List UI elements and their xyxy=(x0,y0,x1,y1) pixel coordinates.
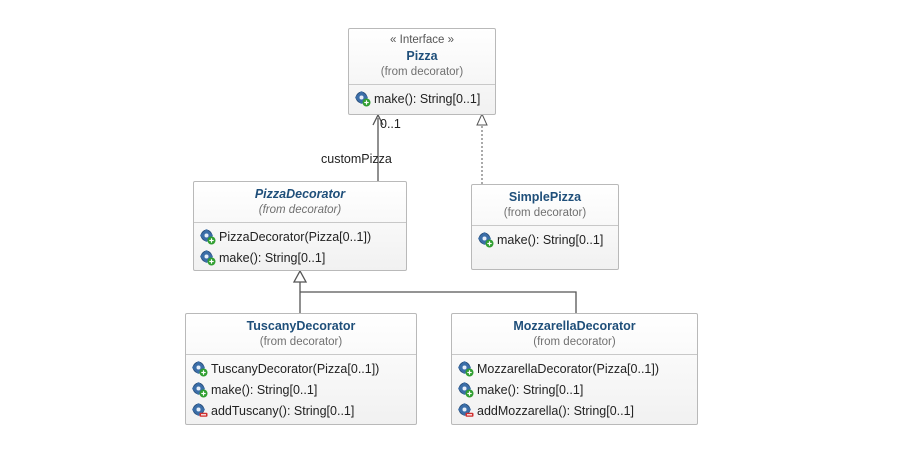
association-arrowhead xyxy=(372,113,384,126)
operation-row[interactable]: addMozzarella(): String[0..1] xyxy=(458,400,697,421)
public-method-icon xyxy=(458,361,474,377)
operation-label: MozzarellaDecorator(Pizza[0..1]) xyxy=(477,361,660,376)
public-method-icon xyxy=(192,382,208,398)
package-label: (from decorator) xyxy=(533,336,616,348)
operation-row[interactable]: TuscanyDecorator(Pizza[0..1]) xyxy=(192,358,416,379)
operation-row[interactable]: PizzaDecorator(Pizza[0..1]) xyxy=(200,226,406,247)
operations-compartment: make(): String[0..1] xyxy=(349,85,495,111)
operation-label: make(): String[0..1] xyxy=(219,250,326,265)
class-header: MozzarellaDecorator (from decorator) xyxy=(452,314,697,355)
class-name: TuscanyDecorator xyxy=(246,319,356,333)
public-method-icon xyxy=(478,232,494,248)
class-name: Pizza xyxy=(406,49,438,63)
operation-row[interactable]: make(): String[0..1] xyxy=(192,379,416,400)
public-method-icon xyxy=(200,250,216,266)
class-header: PizzaDecorator (from decorator) xyxy=(194,182,406,223)
class-header: SimplePizza (from decorator) xyxy=(472,185,618,226)
operation-row[interactable]: make(): String[0..1] xyxy=(478,229,618,250)
class-name: MozzarellaDecorator xyxy=(513,319,636,333)
generalization-line-mozzarella xyxy=(300,291,577,313)
multiplicity-label: 0..1 xyxy=(380,117,401,131)
realization-arrowhead xyxy=(476,112,488,126)
class-header: « Interface » Pizza (from decorator) xyxy=(349,29,495,85)
operation-label: TuscanyDecorator(Pizza[0..1]) xyxy=(211,361,380,376)
operation-row[interactable]: make(): String[0..1] xyxy=(458,379,697,400)
role-label: customPizza xyxy=(321,152,392,166)
operation-label: make(): String[0..1] xyxy=(374,91,481,106)
operations-compartment: PizzaDecorator(Pizza[0..1]) make(): Stri… xyxy=(194,223,406,270)
package-label: (from decorator) xyxy=(503,207,587,219)
public-method-icon xyxy=(355,91,371,107)
public-method-icon xyxy=(192,361,208,377)
operation-label: addTuscany(): String[0..1] xyxy=(211,403,355,418)
operation-row[interactable]: MozzarellaDecorator(Pizza[0..1]) xyxy=(458,358,697,379)
stereotype-label: « Interface » xyxy=(390,34,454,46)
operation-label: make(): String[0..1] xyxy=(477,382,584,397)
class-pizza-decorator[interactable]: PizzaDecorator (from decorator) PizzaDec… xyxy=(193,181,407,271)
class-pizza[interactable]: « Interface » Pizza (from decorator) mak… xyxy=(348,28,496,115)
public-method-icon xyxy=(200,229,216,245)
generalization-arrowhead xyxy=(292,269,308,283)
public-method-icon xyxy=(458,382,474,398)
operations-compartment: make(): String[0..1] xyxy=(472,226,618,252)
operation-label: addMozzarella(): String[0..1] xyxy=(477,403,635,418)
operations-compartment: MozzarellaDecorator(Pizza[0..1]) make():… xyxy=(452,355,697,423)
operation-row[interactable]: make(): String[0..1] xyxy=(355,88,495,109)
class-name: PizzaDecorator xyxy=(254,187,346,201)
private-method-icon xyxy=(192,403,208,419)
class-header: TuscanyDecorator (from decorator) xyxy=(186,314,416,355)
operation-row[interactable]: make(): String[0..1] xyxy=(200,247,406,268)
operation-label: make(): String[0..1] xyxy=(211,382,318,397)
class-mozzarella-decorator[interactable]: MozzarellaDecorator (from decorator) Moz… xyxy=(451,313,698,425)
class-tuscany-decorator[interactable]: TuscanyDecorator (from decorator) Tuscan… xyxy=(185,313,417,425)
operation-label: make(): String[0..1] xyxy=(497,232,604,247)
operation-label: PizzaDecorator(Pizza[0..1]) xyxy=(219,229,372,244)
class-simple-pizza[interactable]: SimplePizza (from decorator) make(): Str… xyxy=(471,184,619,270)
package-label: (from decorator) xyxy=(258,204,342,216)
operation-row[interactable]: addTuscany(): String[0..1] xyxy=(192,400,416,421)
package-label: (from decorator) xyxy=(380,66,464,78)
private-method-icon xyxy=(458,403,474,419)
class-name: SimplePizza xyxy=(508,190,582,204)
package-label: (from decorator) xyxy=(259,336,343,348)
operations-compartment: TuscanyDecorator(Pizza[0..1]) make(): St… xyxy=(186,355,416,423)
